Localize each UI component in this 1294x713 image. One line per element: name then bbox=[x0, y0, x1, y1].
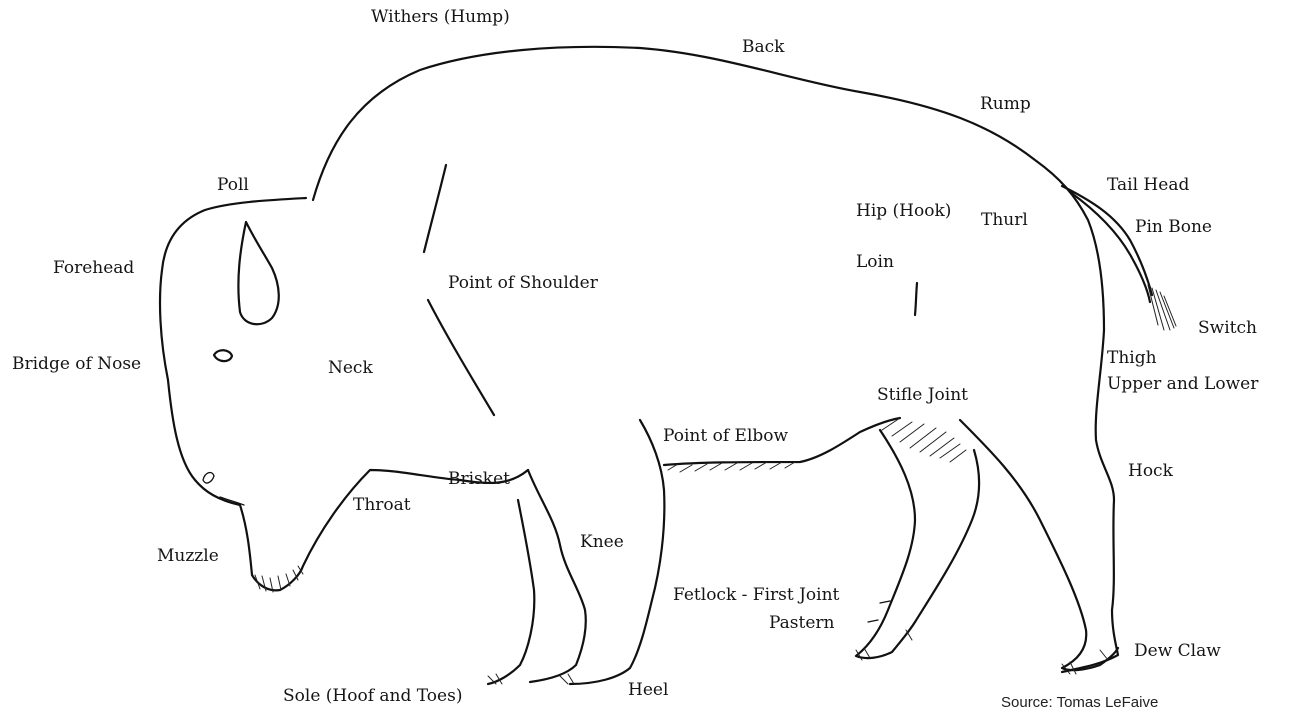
label-tail-head: Tail Head bbox=[1107, 177, 1189, 194]
label-dew-claw: Dew Claw bbox=[1134, 643, 1221, 660]
pastern-tick bbox=[868, 620, 878, 622]
label-throat: Throat bbox=[353, 497, 411, 514]
label-upper-and-lower: Upper and Lower bbox=[1107, 376, 1258, 393]
nostril bbox=[203, 473, 214, 483]
label-poll: Poll bbox=[217, 177, 249, 194]
label-pin-bone: Pin Bone bbox=[1135, 219, 1212, 236]
label-thurl: Thurl bbox=[981, 212, 1028, 229]
rear-leg-near bbox=[856, 430, 979, 658]
label-stifle-joint: Stifle Joint bbox=[877, 387, 968, 404]
head-outline bbox=[160, 198, 528, 590]
rear-leg-far bbox=[960, 420, 1118, 670]
label-point-of-elbow: Point of Elbow bbox=[663, 428, 788, 445]
label-bridge-of-nose: Bridge of Nose bbox=[12, 356, 141, 373]
label-muzzle: Muzzle bbox=[157, 548, 219, 565]
label-point-of-shoulder: Point of Shoulder bbox=[448, 275, 598, 292]
label-forehead: Forehead bbox=[53, 260, 134, 277]
eye bbox=[214, 350, 232, 361]
label-switch: Switch bbox=[1198, 320, 1257, 337]
horn bbox=[238, 222, 278, 324]
front-leg-right bbox=[570, 420, 664, 684]
label-pastern: Pastern bbox=[769, 615, 835, 632]
label-thigh: Thigh bbox=[1107, 350, 1157, 367]
label-knee: Knee bbox=[580, 534, 624, 551]
body-outline-top bbox=[313, 47, 1118, 672]
label-hock: Hock bbox=[1128, 463, 1173, 480]
label-rump: Rump bbox=[980, 96, 1031, 113]
label-loin: Loin bbox=[856, 254, 894, 271]
label-fetlock: Fetlock - First Joint bbox=[673, 587, 839, 604]
loin-mark bbox=[915, 283, 917, 315]
label-brisket: Brisket bbox=[448, 471, 510, 488]
label-hip: Hip (Hook) bbox=[856, 203, 951, 220]
source-credit: Source: Tomas LeFaive bbox=[1001, 695, 1158, 710]
label-neck: Neck bbox=[328, 360, 373, 377]
front-leg-left bbox=[488, 470, 586, 684]
label-back: Back bbox=[742, 39, 784, 56]
tail bbox=[1062, 186, 1152, 302]
label-withers: Withers (Hump) bbox=[371, 9, 510, 26]
fetlock-tick bbox=[880, 601, 890, 603]
label-sole: Sole (Hoof and Toes) bbox=[283, 688, 462, 705]
label-heel: Heel bbox=[628, 682, 668, 699]
